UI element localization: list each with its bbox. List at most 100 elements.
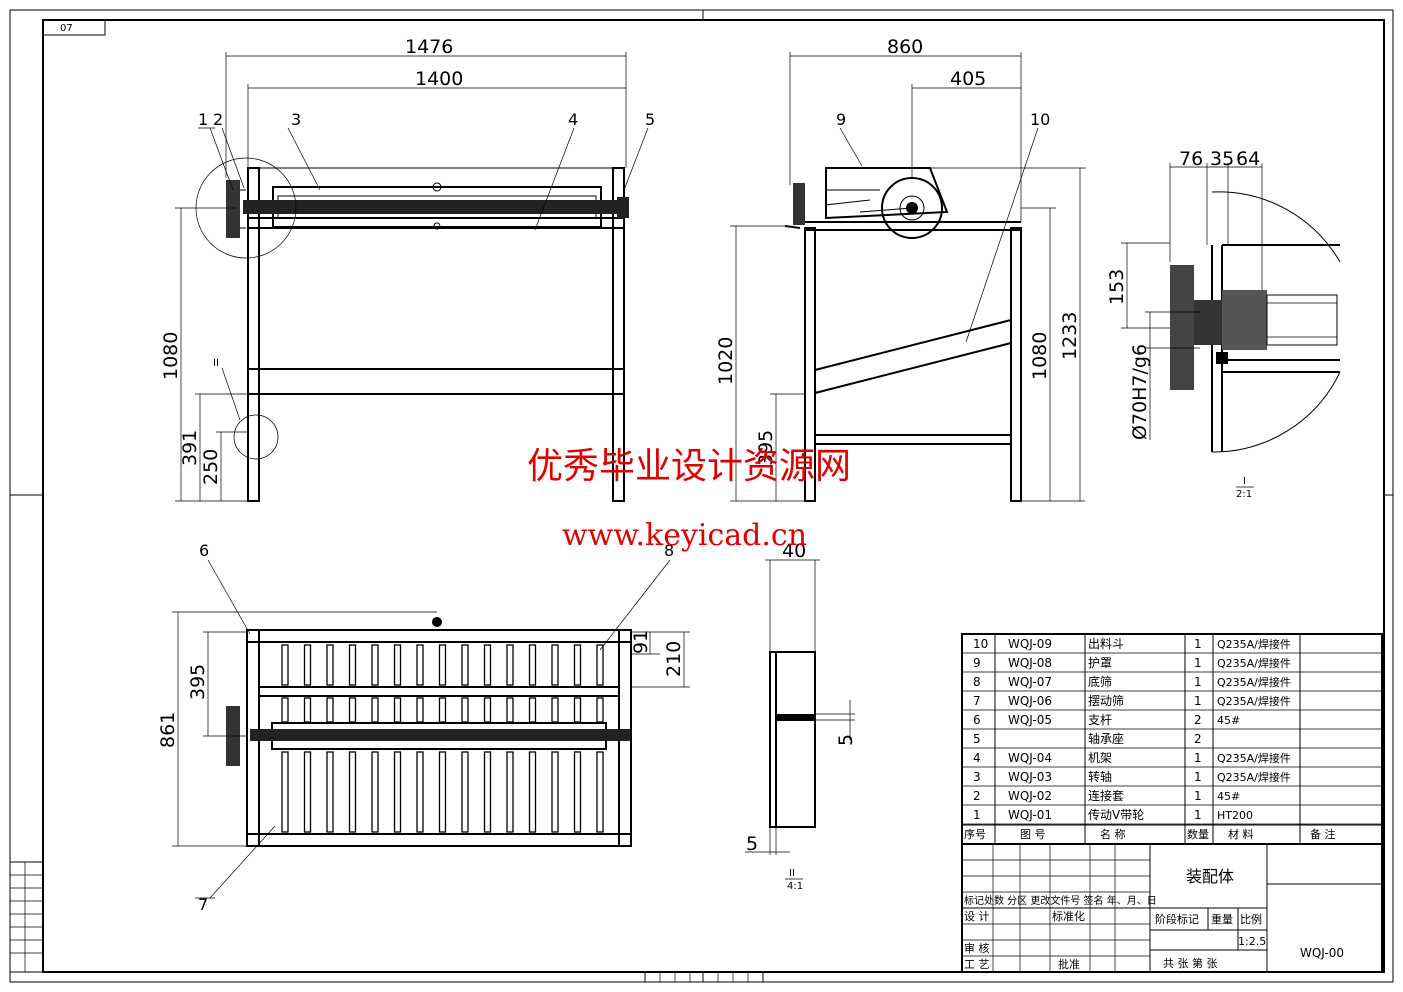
parts-cell-material: Q235A/焊接件 bbox=[1217, 751, 1291, 765]
sieve-slat bbox=[393, 751, 402, 833]
standardize-label: 标准化 bbox=[1052, 909, 1085, 923]
sieve-slat bbox=[596, 751, 604, 833]
front-label-3: 3 bbox=[291, 110, 301, 129]
parts-cell-name: 传动V带轮 bbox=[1088, 807, 1144, 822]
parts-cell-no: 9 bbox=[973, 656, 981, 670]
detail-dim-153: 153 bbox=[1106, 269, 1128, 305]
stage-label: 阶段标记 bbox=[1155, 912, 1199, 926]
parts-cell-material: HT200 bbox=[1217, 809, 1253, 822]
sieve-slat bbox=[371, 751, 379, 833]
detail-ii-caption-top: II bbox=[789, 868, 795, 879]
dim-91: 91 bbox=[630, 630, 652, 654]
parts-cell-name: 轴承座 bbox=[1088, 731, 1124, 746]
front-label-5: 5 bbox=[645, 110, 655, 129]
side-label-9: 9 bbox=[836, 110, 846, 129]
sieve-slat bbox=[506, 644, 514, 686]
parts-cell-qty: 1 bbox=[1194, 656, 1202, 670]
shaft bbox=[243, 200, 628, 214]
sieve-slat bbox=[303, 644, 312, 686]
front-label-1: 1 bbox=[198, 110, 208, 129]
sieve-slat bbox=[281, 697, 289, 723]
title-text: 装配体 bbox=[1186, 867, 1234, 886]
sieve-slat bbox=[326, 697, 334, 723]
parts-cell-no: 3 bbox=[973, 770, 981, 784]
top-label-6: 6 bbox=[199, 541, 209, 560]
sieve-slat bbox=[348, 751, 357, 833]
parts-cell-material: Q235A/焊接件 bbox=[1217, 656, 1291, 670]
parts-header-name: 名 称 bbox=[1100, 827, 1126, 841]
parts-cell-material: Q235A/焊接件 bbox=[1217, 694, 1291, 708]
parts-cell-code: WQJ-09 bbox=[1008, 637, 1052, 651]
dim-860: 860 bbox=[887, 36, 923, 58]
sieve-slat bbox=[326, 644, 334, 686]
parts-cell-name: 护罩 bbox=[1088, 656, 1112, 670]
sieve-slat bbox=[528, 644, 537, 686]
parts-cell-no: 6 bbox=[973, 713, 981, 727]
sieve-slat bbox=[303, 751, 312, 833]
sieve-slat bbox=[461, 644, 469, 686]
parts-cell-qty: 1 bbox=[1194, 789, 1202, 803]
detail-ii-mark: II bbox=[213, 358, 219, 369]
dim-1020: 1020 bbox=[715, 337, 737, 385]
parts-cell-no: 5 bbox=[973, 732, 981, 746]
sieve-slat bbox=[416, 644, 424, 686]
dim-1400: 1400 bbox=[415, 68, 463, 90]
parts-header-note: 备 注 bbox=[1310, 827, 1336, 841]
parts-cell-name: 连接套 bbox=[1088, 788, 1124, 803]
parts-cell-qty: 1 bbox=[1194, 770, 1202, 784]
sieve-slat bbox=[573, 697, 582, 723]
parts-cell-no: 4 bbox=[973, 751, 981, 765]
margin-boxes bbox=[9, 861, 44, 973]
top-label-8: 8 bbox=[664, 541, 674, 560]
corner-tag: 07 bbox=[60, 23, 73, 34]
detail-ii-view: 40 5 5 II 4:1 bbox=[745, 540, 857, 892]
sieve-slat bbox=[573, 644, 582, 686]
dim-405: 405 bbox=[950, 68, 986, 90]
bottom-scale-marks bbox=[644, 971, 764, 983]
parts-cell-code: WQJ-05 bbox=[1008, 713, 1052, 727]
parts-cell-material: 45# bbox=[1217, 714, 1240, 727]
sheets-label: 共 张 第 张 bbox=[1163, 956, 1218, 970]
sieve-slat bbox=[596, 644, 604, 686]
sieve-slat bbox=[393, 644, 402, 686]
sieve-slat bbox=[483, 751, 492, 833]
parts-cell-code: WQJ-07 bbox=[1008, 675, 1052, 689]
sieve-slat bbox=[438, 751, 447, 833]
parts-cell-qty: 2 bbox=[1194, 713, 1202, 727]
detail-i-view: 76 35 64 153 Ø70H7/g6 I 2:1 bbox=[1106, 148, 1341, 500]
parts-cell-code: WQJ-06 bbox=[1008, 694, 1052, 708]
sieve-slat bbox=[438, 644, 447, 686]
dim-395-top: 395 bbox=[187, 664, 209, 700]
parts-cell-qty: 1 bbox=[1194, 694, 1202, 708]
scale-value: 1:2.5 bbox=[1238, 935, 1266, 948]
side-label-10: 10 bbox=[1030, 110, 1050, 129]
dim-250: 250 bbox=[200, 449, 222, 485]
parts-cell-code: WQJ-02 bbox=[1008, 789, 1052, 803]
sieve-slat bbox=[348, 644, 357, 686]
dim-210: 210 bbox=[663, 641, 685, 677]
parts-cell-code: WQJ-03 bbox=[1008, 770, 1052, 784]
parts-cell-qty: 1 bbox=[1194, 751, 1202, 765]
parts-cell-no: 8 bbox=[973, 675, 981, 689]
sieve-slat bbox=[551, 751, 559, 833]
detail-ii-dim-40: 40 bbox=[782, 540, 806, 562]
side-view: 860 405 1020 395 1080 1233 9 10 bbox=[715, 36, 1086, 502]
detail-ii-caption-bottom: 4:1 bbox=[787, 881, 803, 892]
parts-cell-name: 出料斗 bbox=[1088, 637, 1124, 651]
parts-cell-qty: 2 bbox=[1194, 732, 1202, 746]
detail-dim-fit: Ø70H7/g6 bbox=[1129, 344, 1151, 440]
parts-cell-material: Q235A/焊接件 bbox=[1217, 770, 1291, 784]
watermark-line1: 优秀毕业设计资源网 bbox=[527, 446, 851, 487]
sieve-slat bbox=[461, 751, 469, 833]
parts-cell-qty: 1 bbox=[1194, 637, 1202, 651]
sieve-slat bbox=[551, 697, 559, 723]
parts-cell-no: 7 bbox=[973, 694, 981, 708]
parts-cell-no: 1 bbox=[973, 808, 981, 822]
approve-label: 批准 bbox=[1058, 957, 1080, 971]
front-label-4: 4 bbox=[568, 110, 578, 129]
top-view: 861 395 91 210 6 8 7 bbox=[157, 541, 690, 914]
sieve-slat bbox=[348, 697, 357, 723]
watermark-line2: www.keyicad.cn bbox=[562, 518, 807, 553]
